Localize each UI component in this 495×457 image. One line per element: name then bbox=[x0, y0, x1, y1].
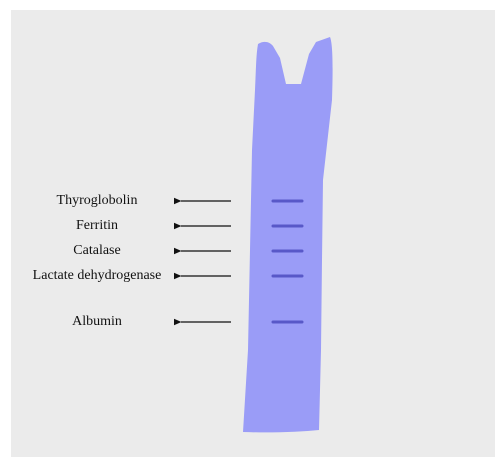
gel-strip bbox=[243, 37, 333, 432]
band-label: Catalase bbox=[73, 243, 120, 259]
band-label: Ferritin bbox=[76, 218, 118, 234]
arrows-layer bbox=[181, 201, 231, 322]
band-label: Lactate dehydrogenase bbox=[33, 268, 162, 284]
band-label: Thyroglobolin bbox=[57, 193, 138, 209]
band-label: Albumin bbox=[72, 314, 122, 330]
